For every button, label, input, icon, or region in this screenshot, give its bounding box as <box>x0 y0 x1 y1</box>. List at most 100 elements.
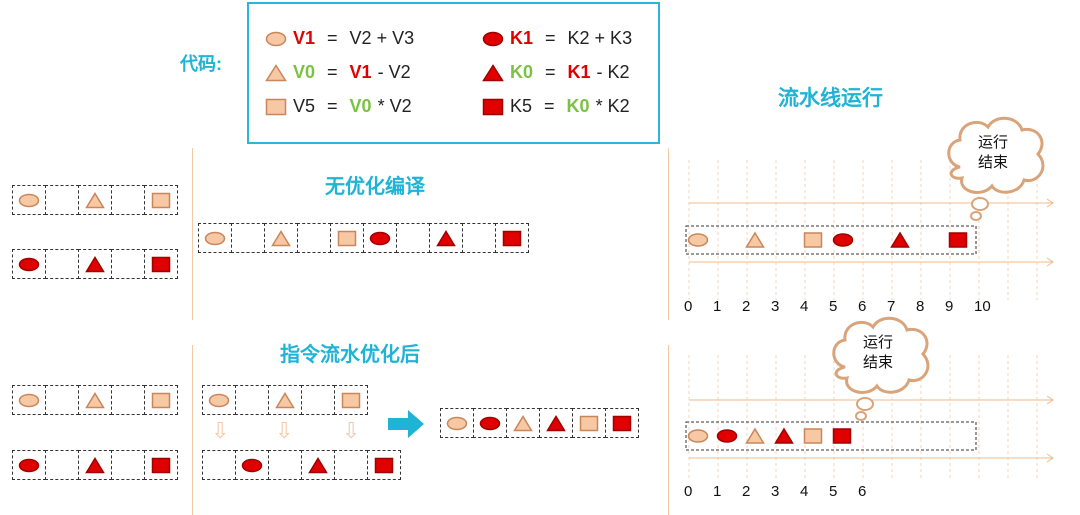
code-target: V1 <box>293 28 316 48</box>
time-tick-label: 6 <box>858 298 867 315</box>
instruction-cell <box>235 450 269 480</box>
triangle-shape <box>513 414 533 431</box>
time-tick-label: 4 <box>800 483 809 500</box>
square-shape <box>265 98 287 115</box>
ellipse-shape <box>18 458 40 472</box>
instruction-cell <box>605 408 639 438</box>
code-operand: * K2 <box>595 96 630 116</box>
code-operand: - V2 <box>377 62 411 82</box>
triangle-shape <box>546 414 566 431</box>
square-shape <box>151 256 171 272</box>
triangle-shape <box>745 427 765 444</box>
instruction-cell <box>202 385 236 415</box>
time-tick-label: 0 <box>684 298 693 315</box>
ellipse-shape <box>687 233 709 247</box>
square-shape <box>341 392 361 408</box>
code-target: V0 <box>293 62 316 82</box>
instruction-cell <box>473 408 507 438</box>
time-tick-label: 3 <box>771 483 780 500</box>
square-shape <box>151 392 171 408</box>
square-shape <box>482 98 504 115</box>
instruction-cell <box>144 450 178 480</box>
k-instruction-row-bottom <box>12 450 178 480</box>
optimized-sequence-row <box>440 408 639 438</box>
code-label: 代码: <box>180 54 222 74</box>
code-operand: V2 + V3 <box>349 28 415 48</box>
instruction-cell <box>334 450 368 480</box>
instruction-cell <box>111 185 145 215</box>
instruction-cell <box>45 385 79 415</box>
code-line: V5=V0* V2 <box>265 96 412 117</box>
time-tick-label: 1 <box>713 298 722 315</box>
right-arrow-icon <box>388 410 424 438</box>
triangle-shape <box>482 63 504 81</box>
instruction-cell <box>396 223 430 253</box>
square-shape <box>948 232 968 248</box>
instruction-cell <box>268 385 302 415</box>
square-shape <box>502 230 522 246</box>
cloud-text-bottom: 运行 结束 <box>853 333 903 373</box>
instruction-cell <box>297 223 331 253</box>
down-arrow-icon: ⇩ <box>211 418 230 443</box>
instruction-cell <box>495 223 529 253</box>
arrow-head <box>1046 395 1054 405</box>
triangle-shape <box>265 63 287 81</box>
ellipse-shape <box>479 416 501 430</box>
instruction-cell <box>539 408 573 438</box>
triangle-shape <box>308 456 328 473</box>
code-operand: K1 <box>567 62 591 82</box>
separator-left-bottom <box>192 345 193 515</box>
triangle-shape <box>774 427 794 444</box>
instruction-cell <box>78 249 112 279</box>
code-equals: = <box>545 62 556 82</box>
triangle-shape <box>275 391 295 408</box>
instruction-cell <box>78 385 112 415</box>
square-shape <box>612 415 632 431</box>
instruction-cell <box>440 408 474 438</box>
separator-right-bottom <box>668 345 669 515</box>
code-box <box>247 2 660 144</box>
time-tick-label: 2 <box>742 298 751 315</box>
instruction-cell <box>429 223 463 253</box>
instruction-cell <box>572 408 606 438</box>
instruction-cell <box>45 450 79 480</box>
v-instruction-row-bottom <box>12 385 178 415</box>
time-tick-label: 9 <box>945 298 954 315</box>
instruction-cell <box>12 185 46 215</box>
square-shape <box>579 415 599 431</box>
instruction-cell <box>462 223 496 253</box>
instruction-cell <box>12 450 46 480</box>
pipeline-row-box <box>685 225 977 255</box>
square-shape <box>151 457 171 473</box>
pipeline-timeline-bottom <box>685 355 1054 480</box>
square-shape <box>337 230 357 246</box>
ellipse-shape <box>208 393 230 407</box>
square-shape <box>374 457 394 473</box>
ellipse-shape <box>18 393 40 407</box>
instruction-cell <box>506 408 540 438</box>
code-operand: V1 <box>349 62 372 82</box>
instruction-cell <box>231 223 265 253</box>
instruction-cell <box>78 450 112 480</box>
separator-right-top <box>668 148 669 320</box>
instruction-cell <box>235 385 269 415</box>
v-instruction-row-top <box>12 185 178 215</box>
instruction-cell <box>111 450 145 480</box>
instruction-cell <box>45 249 79 279</box>
time-tick-label: 6 <box>858 483 867 500</box>
cloud-text-top: 运行 结束 <box>968 133 1018 173</box>
instruction-cell <box>144 385 178 415</box>
time-tick-label: 3 <box>771 298 780 315</box>
code-target: K1 <box>510 28 534 48</box>
unoptimized-title: 无优化编译 <box>325 176 425 198</box>
triangle-shape <box>436 229 456 246</box>
code-line: K1=K2 + K3 <box>482 28 632 49</box>
triangle-shape <box>890 231 910 248</box>
code-line: K5=K0* K2 <box>482 96 630 117</box>
triangle-shape <box>85 191 105 208</box>
separator-left-top <box>192 148 193 320</box>
instruction-cell <box>12 249 46 279</box>
ellipse-shape <box>204 231 226 245</box>
optimized-title: 指令流水优化后 <box>280 344 420 366</box>
code-operand: K2 + K3 <box>567 28 633 48</box>
